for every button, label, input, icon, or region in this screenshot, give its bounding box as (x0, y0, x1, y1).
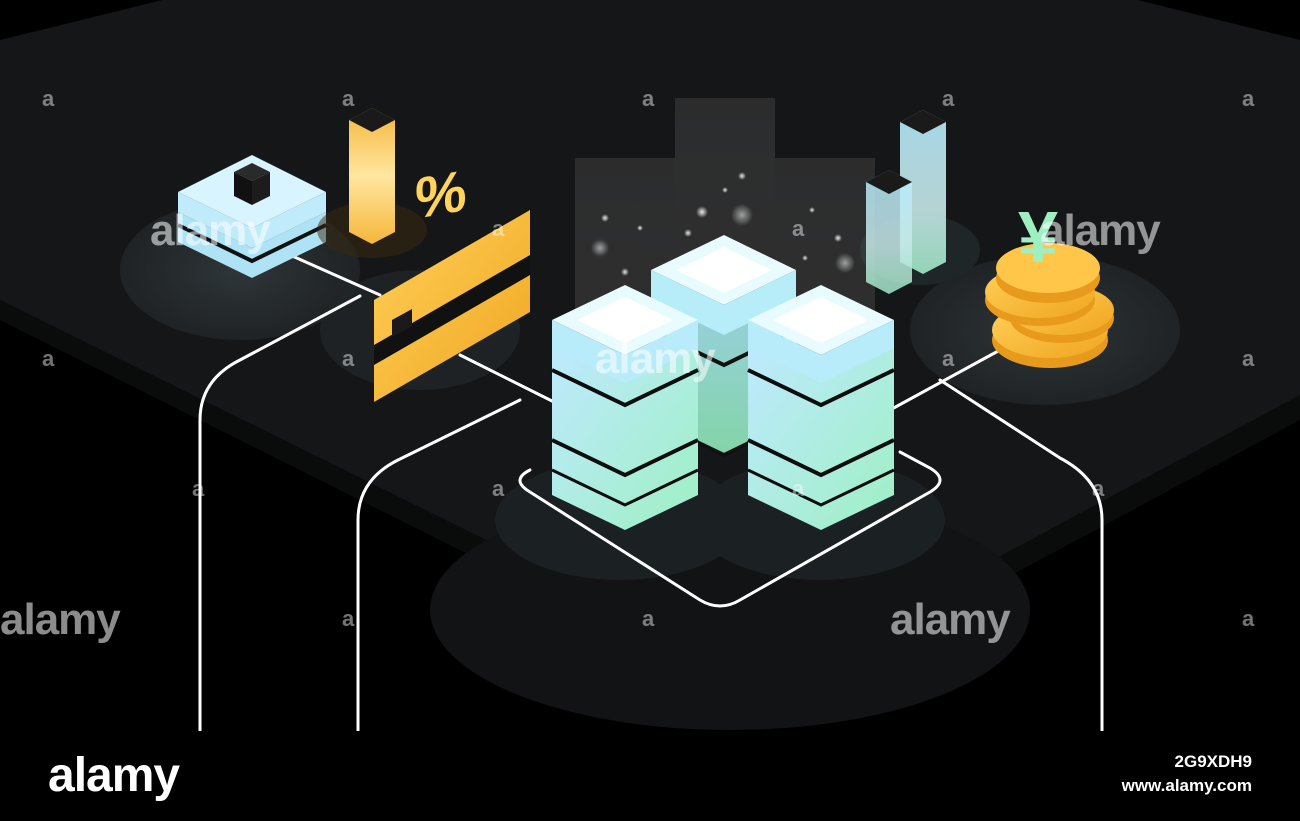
watermark-mark: a (1242, 86, 1254, 111)
gold-bar-chart (317, 108, 427, 258)
watermark-mark: a (642, 86, 654, 111)
brand-logo: alamy (48, 749, 180, 802)
server-stack-right (747, 285, 895, 530)
connection-lines (198, 253, 1104, 733)
watermark-mark: a (192, 476, 204, 501)
watermark-mark: a (42, 86, 54, 111)
coin-stack-icon (985, 243, 1114, 368)
cyan-bar-chart (866, 110, 946, 294)
watermark-mark: a (792, 216, 804, 241)
watermark-mark: a (342, 346, 354, 371)
watermark-mark: a (1092, 476, 1104, 501)
watermark-mark: a (342, 86, 354, 111)
watermark-mark: a (492, 476, 504, 501)
watermark-mark: a (42, 346, 54, 371)
watermark-text: alamy (890, 595, 1011, 644)
watermark-mark: a (642, 606, 654, 631)
image-id: 2G9XDH9 (1174, 752, 1252, 771)
watermark-mark: a (1242, 606, 1254, 631)
server-stack-left (551, 285, 699, 530)
watermark-text: alamy (595, 334, 716, 383)
footer-bar (0, 731, 1300, 821)
watermark-mark: a (792, 476, 804, 501)
watermark-mark: a (492, 216, 504, 241)
watermark-mark: a (1242, 346, 1254, 371)
percent-icon: % (415, 158, 467, 232)
watermark-mark: a (942, 346, 954, 371)
watermark-mark: a (342, 606, 354, 631)
watermark-text: alamy (0, 595, 121, 644)
watermark-text: alamy (1040, 206, 1161, 255)
cube-block (177, 155, 327, 278)
site-url: www.alamy.com (1121, 776, 1252, 795)
credit-card-icon (374, 210, 530, 402)
watermark-mark: a (942, 86, 954, 111)
yen-icon: ¥ (1018, 198, 1058, 278)
watermark-text: alamy (150, 206, 271, 255)
